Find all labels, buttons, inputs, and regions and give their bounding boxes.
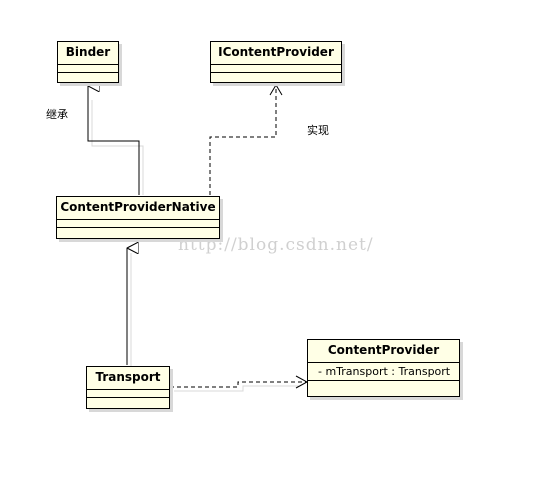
- class-transport-operations: [87, 398, 169, 405]
- class-contentprovidernative[interactable]: ContentProviderNative: [56, 196, 220, 239]
- class-binder[interactable]: Binder: [57, 41, 119, 83]
- edge-native-to-binder: [87, 86, 140, 195]
- edge-transport-to-contentprovider: [170, 381, 306, 388]
- realization-arrowhead: [269, 84, 283, 96]
- class-transport-attributes: [87, 390, 169, 398]
- class-binder-operations: [58, 73, 118, 80]
- class-contentprovidernative-operations: [57, 228, 219, 235]
- class-icontentprovider-attributes: [211, 65, 341, 73]
- class-contentprovidernative-attributes: [57, 220, 219, 228]
- class-icontentprovider-name: IContentProvider: [211, 42, 341, 65]
- class-icontentprovider-operations: [211, 73, 341, 80]
- class-binder-name: Binder: [58, 42, 118, 65]
- class-contentprovidernative-name: ContentProviderNative: [57, 197, 219, 220]
- label-implement: 实现: [307, 124, 329, 137]
- class-contentprovider-attribute: - mTransport : Transport: [308, 363, 459, 381]
- watermark: http://blog.csdn.net/: [178, 235, 374, 255]
- edge-native-to-icontentprovider: [209, 86, 277, 195]
- class-transport[interactable]: Transport: [86, 366, 170, 409]
- class-binder-attributes: [58, 65, 118, 73]
- label-inherit: 继承: [46, 108, 68, 121]
- class-contentprovider[interactable]: ContentProvider - mTransport : Transport: [307, 339, 460, 397]
- class-contentprovider-name: ContentProvider: [308, 340, 459, 363]
- class-contentprovider-operations: [308, 381, 459, 388]
- class-transport-name: Transport: [87, 367, 169, 390]
- class-icontentprovider[interactable]: IContentProvider: [210, 41, 342, 83]
